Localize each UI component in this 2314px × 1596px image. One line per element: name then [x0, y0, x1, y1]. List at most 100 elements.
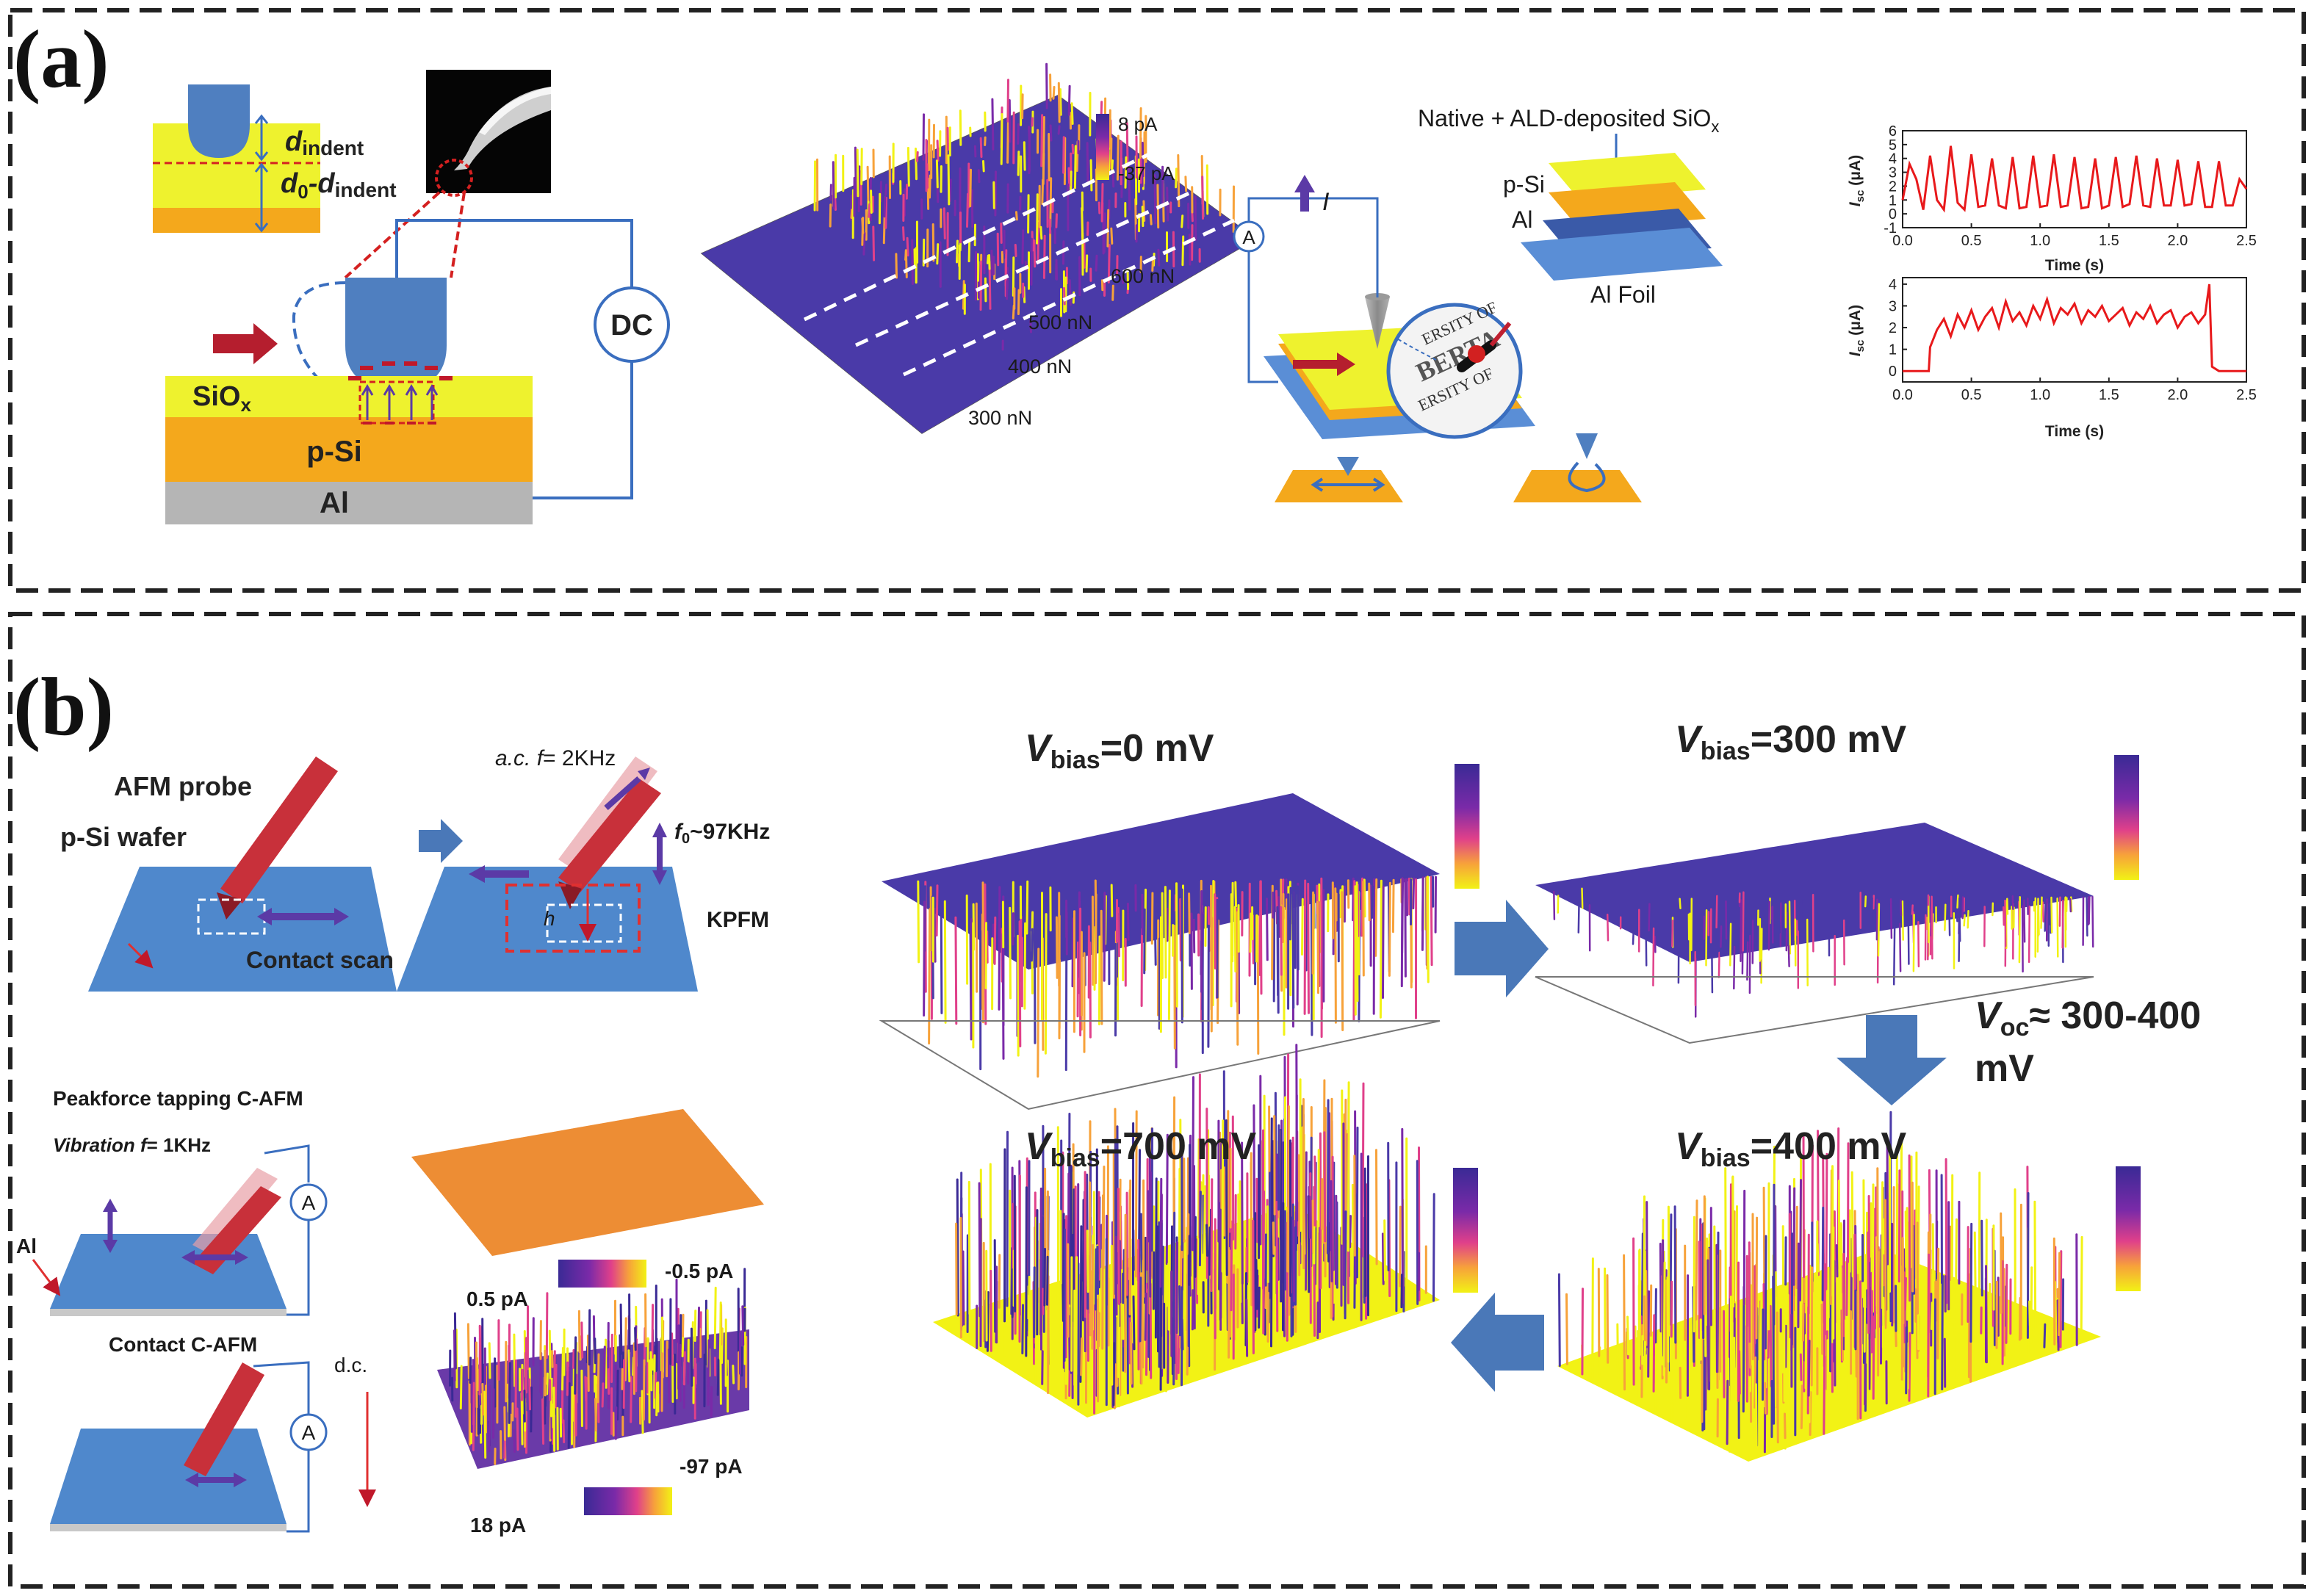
surface-spike	[1877, 903, 1881, 957]
surface-spike	[1382, 885, 1385, 999]
vbias-400-label: Vbias=400 mV	[1675, 1125, 1907, 1172]
surface-spike	[1632, 930, 1634, 945]
surface-spike	[872, 225, 876, 261]
x-tick-label: 1.0	[2030, 387, 2050, 403]
surface-spike	[1313, 1155, 1317, 1228]
load-500: 500 nN	[1028, 311, 1092, 333]
device-title: Native + ALD-deposited SiOx	[1418, 105, 1719, 136]
surface-spike	[667, 1348, 671, 1404]
surface-spike	[521, 1368, 524, 1401]
surface-spike	[933, 907, 937, 963]
surface-spike	[1049, 73, 1052, 102]
surface-spike	[1626, 1315, 1629, 1356]
surface-spike	[1089, 1181, 1092, 1337]
surface-spike	[1124, 156, 1128, 189]
surface-spike	[1349, 1215, 1352, 1249]
surface-spike	[923, 900, 926, 1017]
surface-spike	[1012, 256, 1015, 297]
surface-spike	[1175, 882, 1178, 1008]
voc-unit: mV	[1975, 1047, 2034, 1090]
surface-spike	[1427, 875, 1430, 983]
surface-spike	[955, 1222, 958, 1316]
surface-spike	[2002, 906, 2005, 926]
y-tick-label: 2	[1889, 178, 1897, 195]
surface-spike	[1788, 900, 1792, 955]
x-tick-label: 0.5	[1961, 233, 1982, 249]
y-tick-label: 0	[1889, 206, 1897, 223]
surface-spike	[956, 1178, 959, 1317]
vbias-300-label: Vbias=300 mV	[1675, 718, 1907, 765]
surface-spike	[1326, 1099, 1330, 1254]
surface-spike	[546, 1372, 549, 1395]
surface-spike	[610, 1333, 613, 1383]
surface-spike	[861, 217, 865, 246]
surface-spike	[1008, 99, 1012, 143]
y-tick-label: 4	[1889, 277, 1897, 293]
surface-spike	[1557, 1273, 1561, 1367]
surface-spike	[1205, 1224, 1208, 1257]
psi-wafer-label: p-Si wafer	[60, 822, 187, 852]
surface-spike	[513, 1333, 516, 1387]
surface-spike	[1806, 918, 1809, 986]
surface-spike	[1142, 200, 1146, 222]
x-tick-label: 1.5	[2099, 387, 2119, 403]
f0-label: f0~97KHz	[674, 820, 770, 847]
vbias-700-label: Vbias=700 mV	[1025, 1125, 1257, 1172]
surface-spike	[962, 1250, 965, 1326]
sem-tip-image	[426, 70, 551, 197]
surface-spike	[1139, 107, 1142, 159]
surface-spike	[681, 1337, 685, 1357]
surface-spike	[1106, 209, 1110, 248]
d0-minus-label: d0-dindent	[281, 168, 397, 203]
surface-spike	[651, 1304, 655, 1359]
surface-spike	[580, 1321, 584, 1359]
d-indent-label: dindent	[285, 126, 364, 159]
surface-spike	[1404, 878, 1407, 978]
surface-spike	[870, 189, 873, 214]
surface-spike	[594, 1337, 596, 1365]
surface-spike	[1269, 1117, 1273, 1258]
surface-spike	[1039, 225, 1043, 240]
surface-spike	[1654, 936, 1657, 953]
surface-spike	[1117, 906, 1120, 958]
surface-spike	[1276, 906, 1280, 997]
surface-spike	[1110, 884, 1114, 917]
surface-spike	[1252, 1219, 1255, 1354]
surface-spike	[1164, 886, 1167, 979]
surface-spike	[1845, 1257, 1849, 1316]
surface-spike	[1149, 1171, 1152, 1278]
surface-spike	[1695, 1199, 1698, 1321]
surface-spike	[1188, 892, 1191, 934]
small-map-bottom: 18 pA -97 pA	[437, 1268, 749, 1537]
surface-spike	[1719, 1372, 1723, 1397]
surface-spike	[1172, 1211, 1176, 1386]
surface-spike	[1130, 1321, 1133, 1385]
y-tick-label: 1	[1889, 342, 1897, 358]
surface-spike	[1797, 1242, 1800, 1329]
surface-spike	[1052, 86, 1056, 100]
small-map-top-max: -0.5 pA	[665, 1260, 733, 1282]
surface-spike	[1344, 1210, 1347, 1315]
psi-layer-label: p-Si	[306, 436, 362, 468]
surface-spike	[862, 231, 866, 256]
surface-spike	[1647, 1290, 1651, 1378]
surface-spike	[2041, 901, 2044, 922]
surface-spike	[1784, 1412, 1787, 1440]
surface-spike	[1026, 880, 1029, 935]
surface-spike	[721, 1327, 724, 1364]
surface-spike	[1308, 1195, 1311, 1239]
dc-label: d.c.	[334, 1354, 367, 1376]
surface-spike	[1280, 906, 1283, 976]
main-schematic: SiOx p-Si Al DC	[165, 191, 670, 524]
y-tick-label: -1	[1884, 220, 1897, 236]
surface-spike	[984, 136, 987, 146]
surface-spike	[1723, 1310, 1726, 1398]
surface-spike	[1759, 1299, 1763, 1422]
surface-spike	[1652, 927, 1655, 987]
surface-spike	[1222, 1318, 1225, 1353]
surface-spike	[1362, 881, 1365, 977]
surface-spike	[1911, 904, 1914, 915]
surface-spike	[1778, 920, 1781, 934]
surface-spike	[2006, 898, 2009, 915]
surface-spike	[832, 161, 835, 209]
